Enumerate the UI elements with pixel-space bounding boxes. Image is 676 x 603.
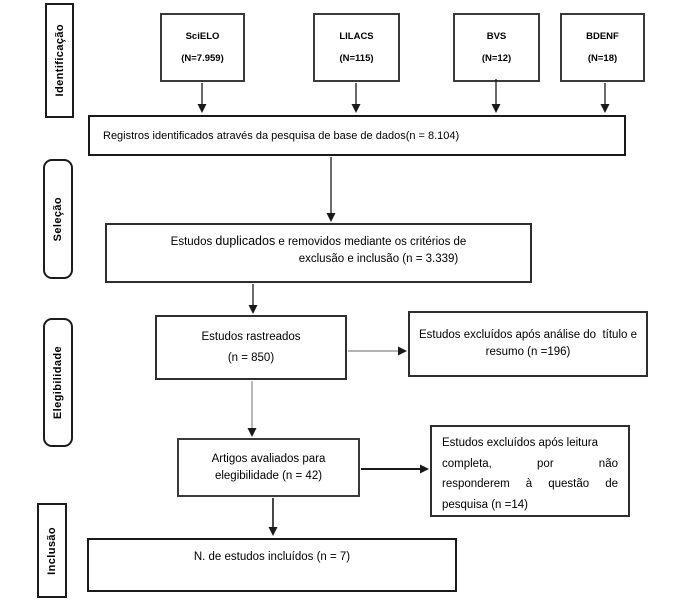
duplicates-removed-line2: exclusão e inclusão (n = 3.339) <box>298 253 459 265</box>
studies-screened-line1: Estudos rastreados <box>201 331 301 343</box>
db-box-bdenf: BDENF (N=18) <box>560 13 645 82</box>
arrowhead-bdenf-icon <box>600 104 610 113</box>
db-bdenf-name: BDENF <box>586 30 619 42</box>
excluded-fulltext-line1: Estudos excluídos após leitura <box>442 437 598 449</box>
arrowhead-assessed-icon <box>247 428 257 437</box>
db-scielo-count: (N=7.959) <box>181 53 224 65</box>
duplicates-emphasis: duplicados <box>215 234 276 248</box>
duplicates-pre: Estudos <box>170 236 216 248</box>
arrowhead-excluded-title-icon <box>398 346 407 356</box>
studies-screened-line2: (n = 850) <box>227 352 275 364</box>
db-lilacs-count: (N=115) <box>339 53 374 65</box>
db-box-bvs: BVS (N=12) <box>453 13 540 82</box>
studies-included-text: N. de estudos incluídos (n = 7) <box>193 551 351 563</box>
arrowhead-duplicates-screened-icon <box>248 305 258 314</box>
db-bvs-name: BVS <box>486 30 507 42</box>
db-bvs-count: (N=12) <box>481 53 512 65</box>
assessed-line2: elegibilidade (n = 42) <box>214 469 323 482</box>
arrowhead-scielo-icon <box>197 104 207 113</box>
db-scielo-name: SciELO <box>185 30 220 42</box>
excluded-title-line2: resumo (n =196) <box>485 346 571 358</box>
phase-label-eligibility: Elegibilidade <box>43 318 73 447</box>
db-bdenf-count: (N=18) <box>587 53 618 65</box>
records-identified-text: Registros identificados através da pesqu… <box>103 129 460 142</box>
db-lilacs-name: LILACS <box>339 30 374 42</box>
arrowhead-excluded-fulltext-icon <box>420 464 429 474</box>
duplicates-removed-line1: Estudos duplicados e removidos mediante … <box>107 233 530 251</box>
phase-label-selection: Seleção <box>43 159 73 279</box>
assessed-line1: Artigos avaliados para <box>211 452 326 465</box>
phase-label-inclusion: Inclusão <box>37 503 67 598</box>
db-box-lilacs: LILACS (N=115) <box>313 13 400 82</box>
arrowhead-included-icon <box>268 527 278 536</box>
excluded-fulltext-box: Estudos excluídos após leitura completa,… <box>430 425 630 517</box>
db-box-scielo: SciELO (N=7.959) <box>160 13 245 82</box>
phase-label-identification: Identificação <box>45 3 74 118</box>
duplicates-removed-box: Estudos duplicados e removidos mediante … <box>105 223 532 283</box>
phase-label-inclusion-text: Inclusão <box>46 526 58 575</box>
phase-label-selection-text: Seleção <box>52 196 64 242</box>
arrowhead-lilacs-icon <box>351 104 361 113</box>
studies-included-box: N. de estudos incluídos (n = 7) <box>87 538 457 592</box>
arrowhead-bvs-icon <box>491 104 501 113</box>
excluded-fulltext-line2: completa, por não <box>442 457 618 470</box>
excluded-fulltext-line3: responderem à questão de <box>442 478 618 490</box>
studies-screened-box: Estudos rastreados (n = 850) <box>155 315 347 380</box>
records-identified-box: Registros identificados através da pesqu… <box>88 115 626 156</box>
phase-label-eligibility-text: Elegibilidade <box>52 345 64 420</box>
excluded-title-line1: Estudos excluídos após análise do título… <box>418 329 637 341</box>
assessed-eligibility-box: Artigos avaliados para elegibilidade (n … <box>177 438 360 497</box>
excluded-title-abstract-box: Estudos excluídos após análise do título… <box>408 311 648 377</box>
excluded-fulltext-line4: pesquisa (n =14) <box>442 498 528 511</box>
duplicates-post: e removidos mediante os critérios de <box>275 236 467 248</box>
phase-label-identification-text: Identificação <box>53 24 66 97</box>
arrowhead-records-duplicates-icon <box>326 213 336 222</box>
